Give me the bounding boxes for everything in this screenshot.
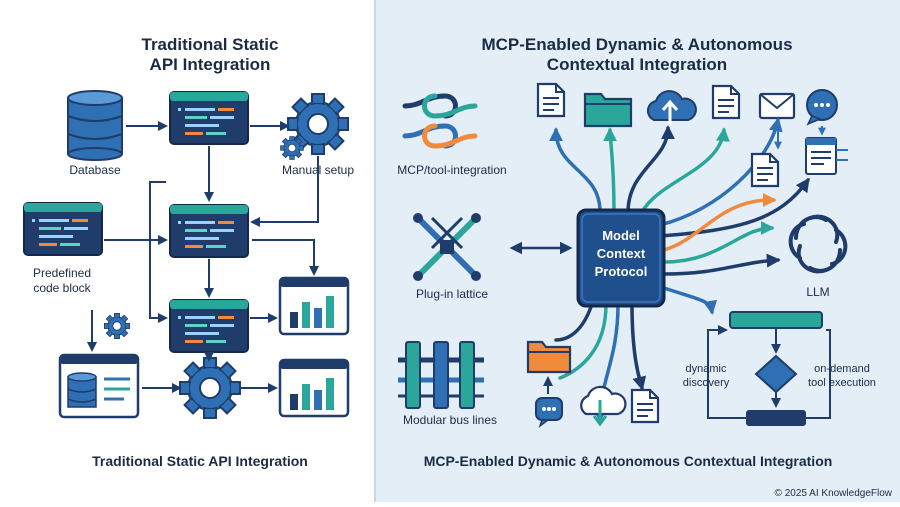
- small-gear-icon: [280, 136, 304, 160]
- gear-bottom-icon: [179, 357, 241, 419]
- database-window-icon: [58, 353, 140, 419]
- code-window-middle: [169, 204, 249, 258]
- mcp-tool-label: MCP/tool-integration: [397, 163, 506, 177]
- left-connectors: [87, 121, 319, 393]
- database-label: Database: [69, 163, 121, 177]
- database-icon: [67, 90, 123, 161]
- folder-icon: [583, 92, 633, 128]
- cloud-download-icon: [580, 385, 627, 427]
- modular-bus-icon: [398, 341, 484, 409]
- database-panel-icon: [805, 137, 837, 175]
- hub-flow-lines: [549, 117, 810, 423]
- document-icon: [536, 82, 566, 118]
- flowchart-diagram: [707, 311, 831, 426]
- predefined-label-line2: code block: [33, 281, 91, 295]
- folder-bottom-icon: [526, 340, 572, 374]
- llm-label: LLM: [806, 285, 829, 299]
- ondemand-line1: on-demand: [814, 363, 870, 375]
- flowchart-start-box: [729, 311, 823, 329]
- dynamic-discovery-line2: discovery: [683, 377, 730, 389]
- document-bottom-icon: [630, 388, 660, 424]
- report-document-icon: [750, 152, 780, 188]
- dynamic-discovery-line1: dynamic: [686, 363, 727, 375]
- chat-bubble-bottom-icon: [535, 397, 563, 429]
- hub-line2: Context: [597, 246, 646, 261]
- plugin-lattice-label: Plug-in lattice: [416, 287, 488, 301]
- predefined-label-line1: Predefined: [33, 266, 91, 280]
- left-footer: Traditional Static API Integration: [92, 453, 308, 469]
- chain-link-icon: [402, 93, 478, 149]
- small-gear-left-icon: [103, 312, 131, 340]
- mail-icon: [758, 92, 796, 120]
- code-window-top: [169, 91, 249, 145]
- top-right-connectors: [774, 118, 848, 161]
- left-title-line2: API Integration: [150, 55, 271, 74]
- right-footer: MCP-Enabled Dynamic & Autonomous Context…: [424, 453, 833, 469]
- predefined-code-icon: [23, 202, 103, 256]
- hub-line1: Model: [602, 228, 640, 243]
- modular-bus-label: Modular bus lines: [403, 413, 497, 427]
- llm-logo-icon: [788, 214, 848, 274]
- copyright-text: © 2025 AI KnowledgeFlow: [775, 488, 893, 499]
- right-title-line2: Contextual Integration: [547, 55, 727, 74]
- chat-bubble-icon: [806, 89, 838, 126]
- flowchart-end-box: [746, 410, 806, 426]
- plugin-lattice-icon: [413, 213, 481, 281]
- left-title-line1: Traditional Static: [142, 35, 279, 54]
- hub-line3: Protocol: [595, 264, 648, 279]
- right-title-line1: MCP-Enabled Dynamic & Autonomous: [481, 35, 792, 54]
- ondemand-line2: tool execution: [808, 377, 876, 389]
- document-icon-2: [711, 84, 741, 120]
- model-context-protocol-hub: Model Context Protocol: [576, 208, 666, 308]
- chart-window-icon: [278, 276, 350, 336]
- code-window-small: [169, 299, 249, 353]
- chart-window-bottom-icon: [278, 358, 350, 418]
- cloud-upload-icon: [646, 90, 697, 124]
